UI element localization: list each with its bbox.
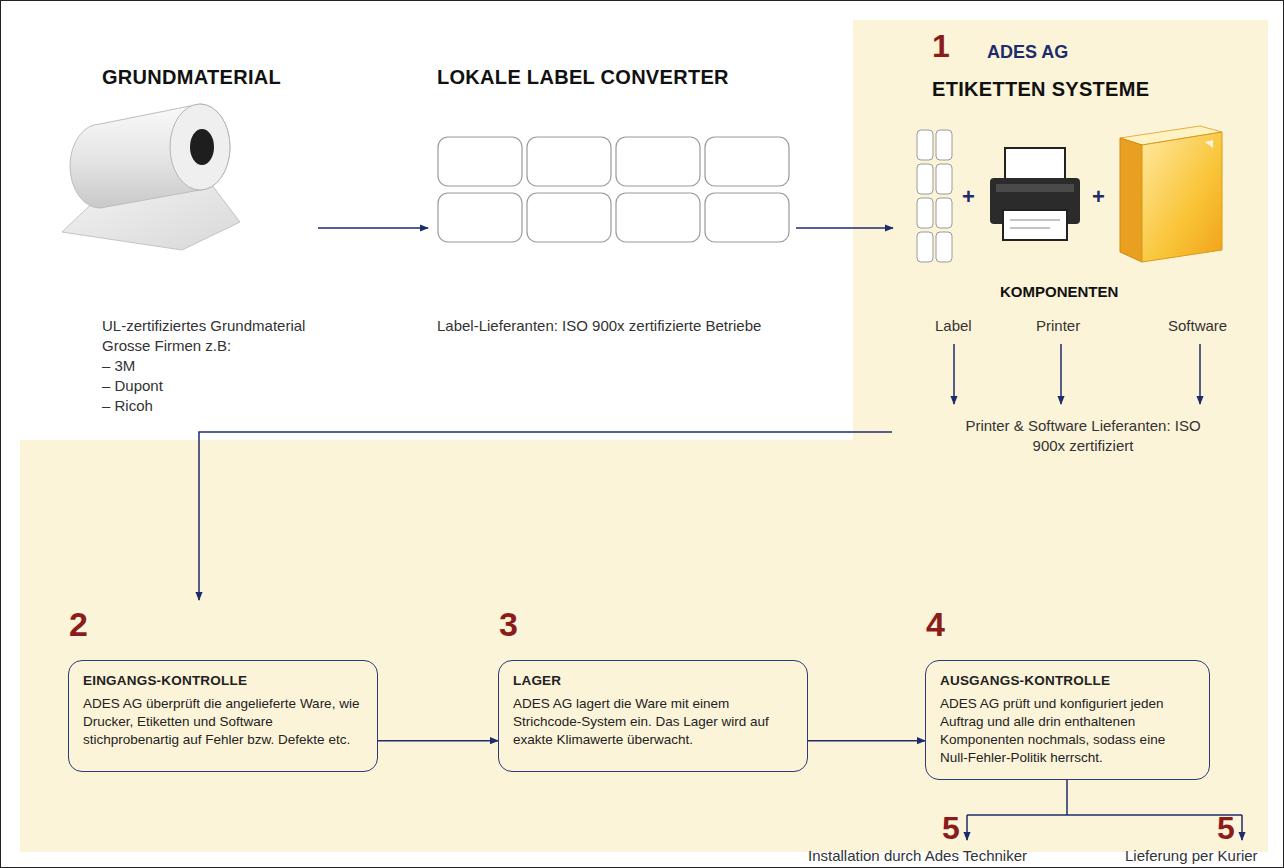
process-box: 2EINGANGS-KONTROLLEADES AG überprüft die… xyxy=(68,660,378,772)
split-arrow xyxy=(1241,815,1243,840)
box-body: ADES AG überprüft die angelieferte Ware,… xyxy=(83,695,363,749)
column-heading: GRUNDMATERIAL xyxy=(102,66,281,89)
plus-sign: + xyxy=(962,186,975,208)
component-arrow xyxy=(1199,344,1201,404)
outcome-text: Lieferung per Kurier xyxy=(1125,846,1258,866)
box-body: ADES AG prüft und konfiguriert jeden Auf… xyxy=(940,695,1195,767)
label-sheet xyxy=(438,137,789,242)
component-arrow xyxy=(1060,344,1062,404)
column-heading: ETIKETTEN SYSTEME xyxy=(932,78,1149,101)
step-number: 3 xyxy=(499,607,518,641)
label-strip xyxy=(917,130,952,262)
step-number: 4 xyxy=(926,607,945,641)
box-heading: LAGER xyxy=(513,673,793,688)
step-number: 1 xyxy=(932,30,950,62)
flow-connector xyxy=(808,740,925,742)
flow-connector xyxy=(378,740,498,742)
step-number: 2 xyxy=(69,607,88,641)
box-heading: EINGANGS-KONTROLLE xyxy=(83,673,363,688)
split-bar xyxy=(967,814,1242,816)
note-text: Printer & Software Lieferanten: ISO 900x… xyxy=(958,416,1208,456)
step-number: 5 xyxy=(1217,812,1235,844)
printer-icon xyxy=(990,148,1080,240)
flow-arrow xyxy=(796,227,893,229)
company-name: ADES AG xyxy=(987,42,1068,63)
cream-region xyxy=(20,20,1268,852)
box-body: ADES AG lagert die Ware mit einem Strich… xyxy=(513,695,793,749)
split-arrow xyxy=(966,815,968,840)
note-text: Grosse Firmen z.B: xyxy=(102,336,231,356)
step-number: 5 xyxy=(942,812,960,844)
component-name: Software xyxy=(1168,316,1227,336)
column-heading: LOKALE LABEL CONVERTER xyxy=(437,66,729,89)
component-name: Printer xyxy=(1036,316,1080,336)
list-item: – Ricoh xyxy=(102,396,153,416)
box-heading: AUSGANGS-KONTROLLE xyxy=(940,673,1195,688)
paper-roll xyxy=(62,104,240,250)
process-box: 3LAGERADES AG lagert die Ware mit einem … xyxy=(498,660,808,772)
note-text: UL-zertifiziertes Grundmaterial xyxy=(102,316,305,336)
group-heading: KOMPONENTEN xyxy=(1000,283,1118,300)
component-arrow xyxy=(953,344,955,404)
list-item: – Dupont xyxy=(102,376,163,396)
process-box: 4AUSGANGS-KONTROLLEADES AG prüft und kon… xyxy=(925,660,1210,780)
plus-sign: + xyxy=(1092,186,1105,208)
list-item: – 3M xyxy=(102,356,135,376)
note-text: Label-Lieferanten: ISO 900x zertifiziert… xyxy=(437,316,761,336)
split-stem xyxy=(1066,780,1068,815)
software-box xyxy=(1120,126,1222,262)
outcome-text: Installation durch Ades Techniker xyxy=(808,846,1027,866)
component-name: Label xyxy=(935,316,972,336)
flow-arrow xyxy=(318,227,428,229)
flow-arrow xyxy=(199,432,892,600)
